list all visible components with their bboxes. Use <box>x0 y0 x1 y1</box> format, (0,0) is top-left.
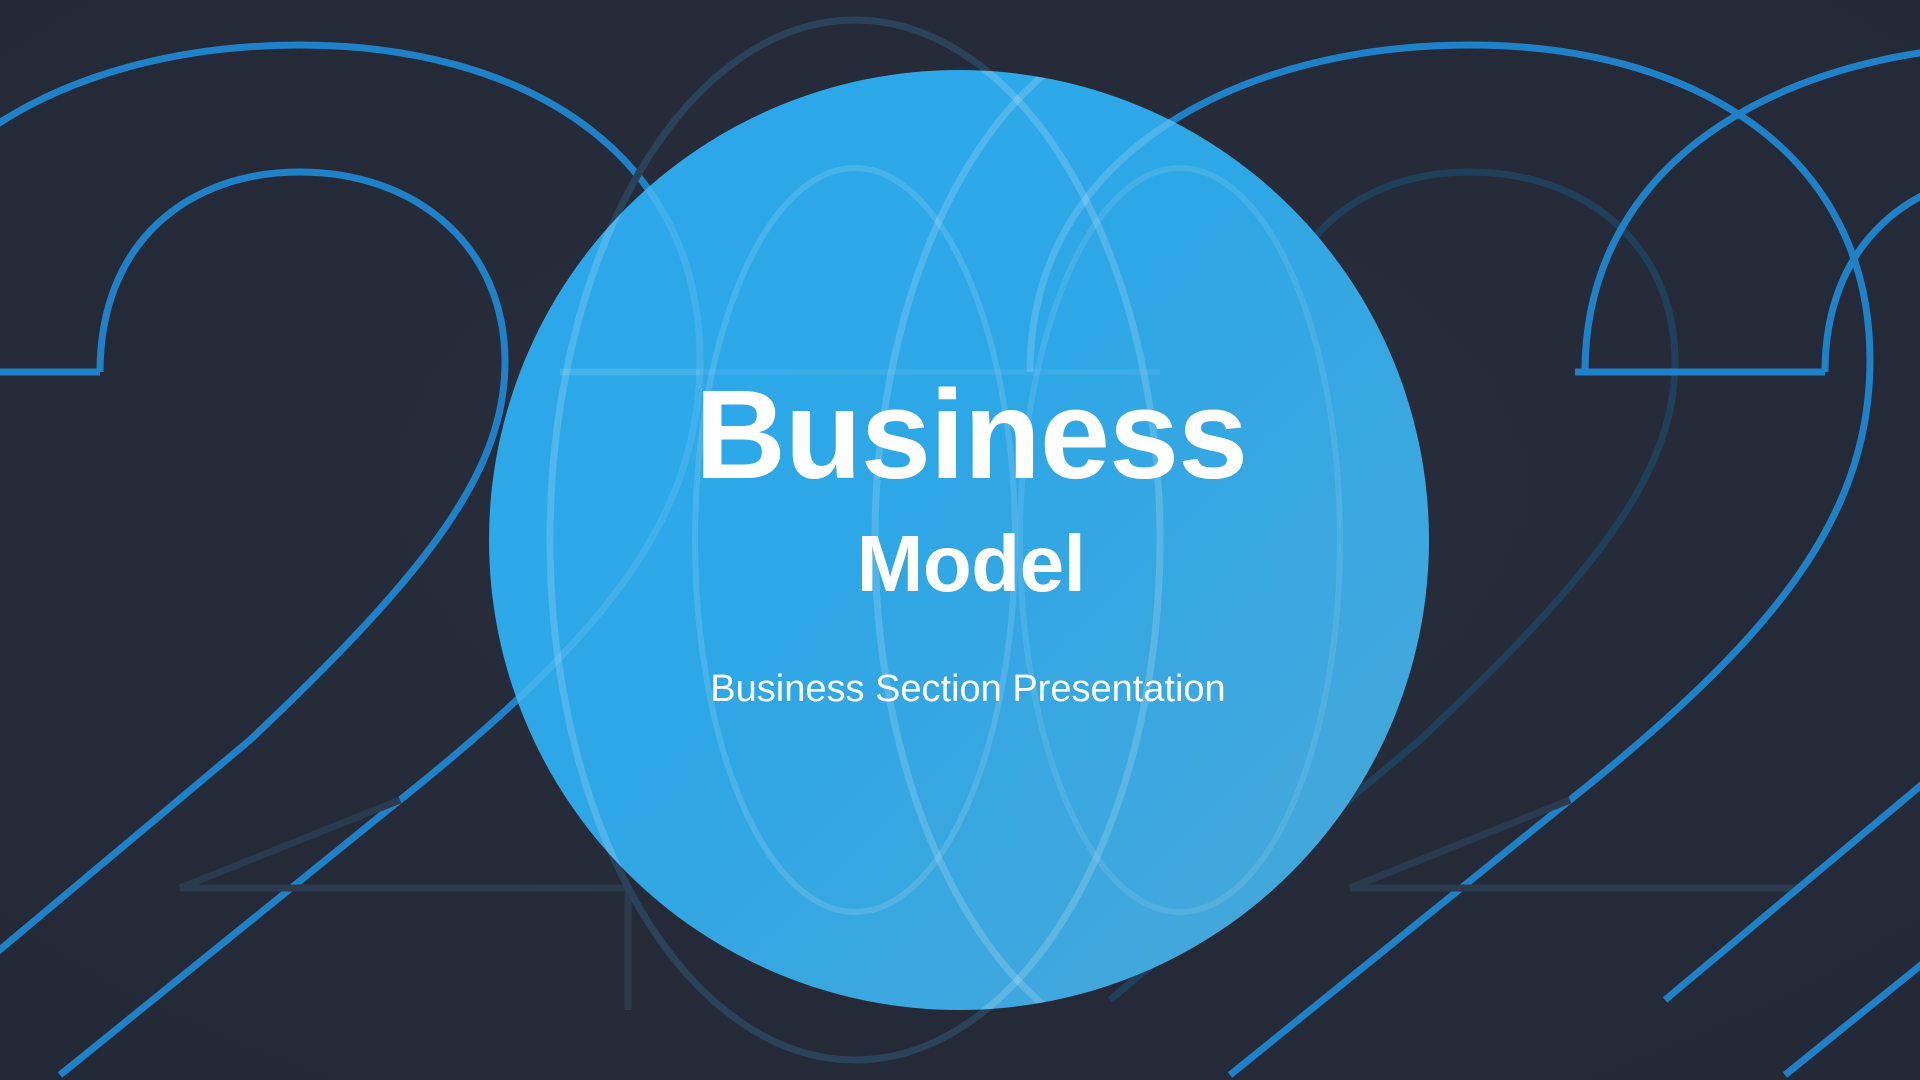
page-title-line-1: Business <box>694 364 1248 505</box>
decorative-digit-2-right <box>1575 49 1920 1078</box>
page-title-line-2: Model <box>856 519 1086 608</box>
page-subtitle: Business Section Presentation <box>710 668 1226 710</box>
